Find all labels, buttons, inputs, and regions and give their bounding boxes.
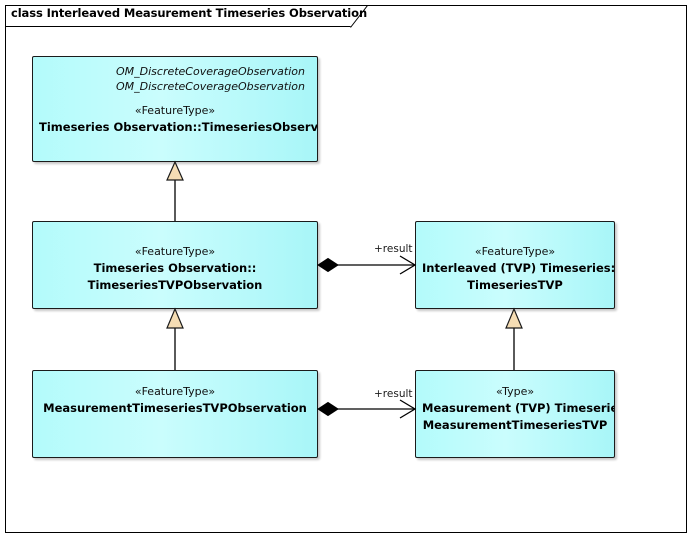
class-name-label: TimeseriesTVPObservation [87, 278, 263, 292]
class-node-timeseries-tvp-observation[interactable]: «FeatureType» Timeseries Observation:: T… [32, 221, 318, 309]
class-name-label: TimeseriesTVP [467, 278, 563, 292]
class-name-label: MeasurementTimeseriesTVPObservation [43, 401, 307, 415]
class-node-timeseries-observation[interactable]: OM_DiscreteCoverageObservation OM_Discre… [32, 56, 318, 162]
class-name-label: Timeseries Observation::TimeseriesObserv… [39, 120, 318, 134]
parent-class-label: OM_DiscreteCoverageObservation [115, 65, 305, 78]
page-title: class Interleaved Measurement Timeseries… [11, 6, 368, 20]
parent-class-label: OM_DiscreteCoverageObservation [115, 80, 305, 93]
class-name-label: Measurement (TVP) Timeseries:: [422, 401, 615, 415]
class-name-label: MeasurementTimeseriesTVP [422, 418, 608, 432]
stereotype-label: «FeatureType» [134, 245, 216, 258]
class-node-measurement-timeseries-tvp[interactable]: «Type» Measurement (TVP) Timeseries:: Me… [415, 370, 615, 458]
title-tab-corner-icon [350, 5, 369, 28]
stereotype-label: «FeatureType» [134, 104, 216, 117]
association-label-result-upper: +result [374, 243, 413, 255]
stereotype-label: «Type» [495, 385, 535, 398]
spacer [39, 94, 311, 103]
class-node-measurement-timeseries-tvp-observation[interactable]: «FeatureType» MeasurementTimeseriesTVPOb… [32, 370, 318, 458]
class-name-label: Timeseries Observation:: [93, 261, 257, 275]
stereotype-label: «FeatureType» [474, 245, 556, 258]
class-name-label: Interleaved (TVP) Timeseries:: [422, 261, 615, 275]
stereotype-label: «FeatureType» [134, 385, 216, 398]
association-label-result-lower: +result [374, 388, 413, 400]
diagram-title-tab [5, 5, 351, 27]
class-node-timeseries-tvp[interactable]: «FeatureType» Interleaved (TVP) Timeseri… [415, 221, 615, 309]
